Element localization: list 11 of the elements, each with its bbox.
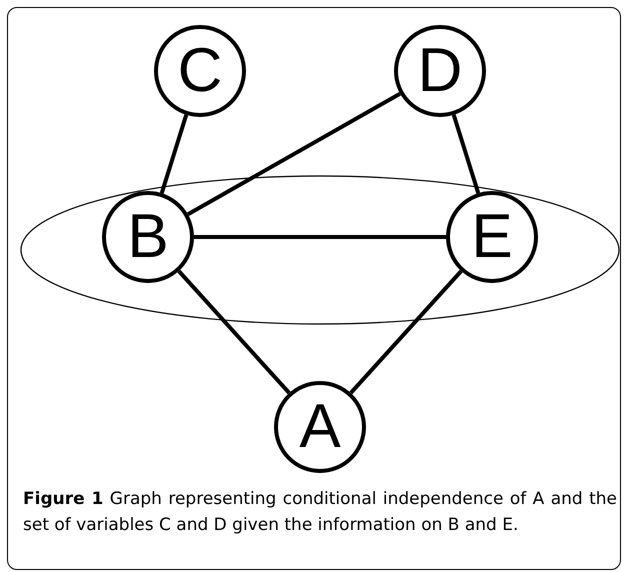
figure-caption: Figure 1 Graph representing conditional independence of A and the set of variables C and D given the information on B and E. <box>23 488 617 537</box>
edge-line <box>187 92 401 216</box>
variable-label: C <box>178 40 222 102</box>
variable-label: B <box>127 206 169 268</box>
edge-line <box>349 270 463 394</box>
variable-label: D <box>418 40 462 102</box>
variable-label: A <box>299 396 341 458</box>
edge-line <box>177 270 291 394</box>
ellipse-outline <box>20 175 620 325</box>
variable-label: E <box>471 206 513 268</box>
edge-line <box>194 235 446 239</box>
